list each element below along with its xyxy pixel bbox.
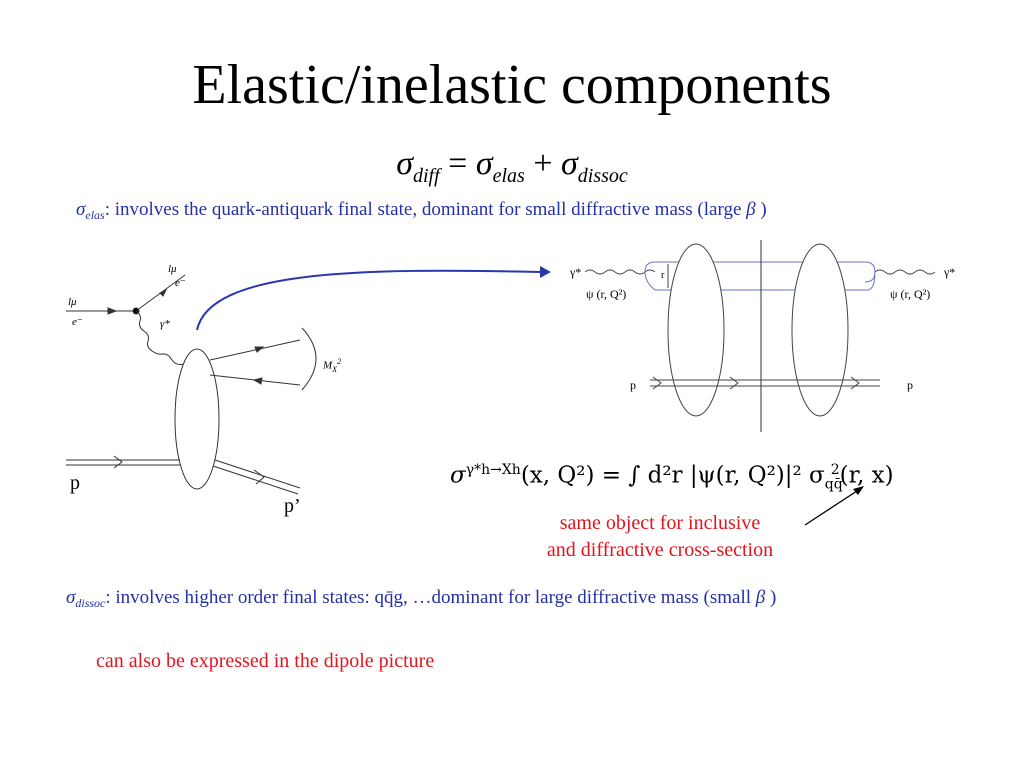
formula-sup-2: 2	[830, 462, 840, 478]
x-arrow-top	[254, 346, 265, 353]
photon-left-label: γ*	[570, 265, 582, 279]
elas-sigma: σ	[76, 199, 86, 220]
proton-out-chevron	[253, 469, 265, 485]
right-blob-left	[667, 243, 725, 417]
mass-sup: 2	[337, 357, 342, 366]
dipole-left-cap	[644, 261, 656, 291]
x-arrow-bottom	[252, 377, 263, 385]
p-chevron-1	[652, 376, 662, 390]
main-equation: σdiff = σelas + σdissoc	[0, 142, 1024, 198]
mass-m: M	[323, 359, 333, 372]
lepton-in-top-label: lμ	[68, 296, 77, 308]
mass-sub: X	[332, 364, 338, 374]
proton-in-label: p	[70, 472, 80, 494]
p-right-label: p	[907, 378, 913, 392]
elas-close: )	[755, 199, 767, 220]
eq-sub-dissoc: dissoc	[577, 165, 628, 187]
p-chevron-2	[729, 376, 739, 390]
formula-sigma: σ	[450, 462, 466, 489]
x-line-top	[209, 339, 301, 361]
r-label: r	[661, 270, 665, 281]
formula-tail: (r, x)	[839, 462, 894, 489]
proton-in-chevron	[113, 455, 123, 469]
elas-text: : involves the quark-antiquark final sta…	[104, 199, 747, 220]
eq-plus: +	[533, 145, 553, 182]
psi-left-label: ψ (r, Q²)	[586, 287, 627, 301]
formula-args: (x, Q²) = ∫ d²r |ψ(r, Q²)|² σ	[520, 462, 825, 489]
dissoc-close: )	[765, 587, 777, 608]
mass-label: MX2	[323, 356, 341, 376]
left-blob	[174, 348, 220, 490]
lepton-in-arrow	[107, 307, 118, 315]
p-left-label: p	[630, 378, 636, 392]
dipole-formula: σγ*h→Xh(x, Q²) = ∫ d²r |ψ(r, Q²)|² σqq̄2…	[450, 450, 894, 504]
dissoc-sub: dissoc	[75, 596, 106, 610]
page-title: Elastic/inelastic components	[192, 54, 832, 116]
elas-description: σelas: involves the quark-antiquark fina…	[76, 198, 767, 227]
dissoc-text: : involves higher order final states: qq…	[105, 587, 756, 608]
proton-out-line-1	[214, 459, 301, 489]
elas-sub: elas	[85, 208, 105, 222]
eq-sub-diff: diff	[412, 165, 440, 187]
same-object-line-2: and diffractive cross-section	[546, 539, 774, 561]
same-object-line-1: same object for inclusive	[559, 512, 761, 534]
dipole-outline	[655, 261, 876, 291]
dipole-note: can also be expressed in the dipole pict…	[96, 650, 435, 672]
photon-wave-left	[584, 269, 656, 275]
dissoc-beta: β	[755, 587, 766, 608]
proton-out-line-2	[212, 465, 299, 495]
p-chevron-3	[850, 376, 860, 390]
proton-out-label: p’	[284, 495, 301, 517]
blue-arrow-head	[540, 266, 551, 278]
eq-sigma-elas: σ	[475, 145, 493, 182]
mx-arc	[301, 327, 317, 391]
photon-label: γ*	[160, 318, 170, 330]
note-arrow-head	[853, 486, 864, 495]
formula-sub-qq: qq̄	[824, 476, 843, 493]
dissoc-sigma: σ	[66, 587, 76, 608]
photon-wave-right	[874, 269, 936, 275]
lepton-out-arrow	[159, 288, 168, 297]
lepton-in-bottom-label: e⁻	[72, 316, 83, 328]
eq-sigma-dissoc: σ	[561, 145, 578, 182]
lepton-out-top-label: lμ	[168, 263, 177, 275]
formula-sup: γ*h→Xh	[465, 462, 521, 478]
photon-line	[135, 310, 185, 365]
dissoc-description: σdissoc: involves higher order final sta…	[66, 586, 776, 615]
lepton-out-bottom-label: e⁻	[175, 277, 186, 289]
psi-right-label: ψ (r, Q²)	[890, 287, 931, 301]
same-object-note: same object for inclusive and diffractiv…	[500, 510, 820, 564]
eq-sub-elas: elas	[492, 165, 525, 187]
photon-right-label: γ*	[944, 265, 956, 279]
elas-beta: β	[746, 199, 756, 220]
blue-arrow-curve	[196, 269, 541, 331]
right-blob-right	[791, 243, 849, 417]
eq-sigma-diff: σ	[396, 145, 413, 182]
note-arrow-line	[804, 488, 861, 526]
eq-equals: =	[448, 145, 468, 182]
